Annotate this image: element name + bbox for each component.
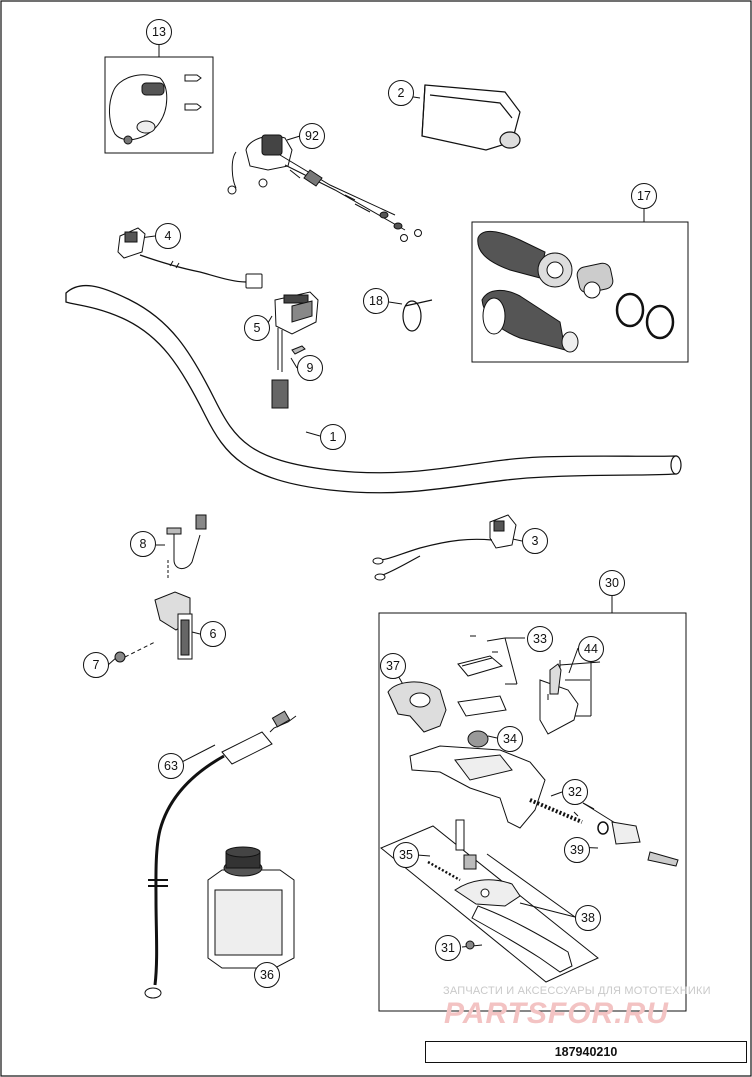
callout-34: 34 [497,726,523,752]
callout-1: 1 [320,424,346,450]
sensor-assembly-6-7-8 [114,514,207,663]
switch-housing-13 [109,74,202,145]
callout-39: 39 [564,837,590,863]
grips-17 [477,231,675,353]
callout-32: 32 [562,779,588,805]
callout-5: 5 [244,315,270,341]
group-box-30 [378,612,687,1012]
callout-13: 13 [146,19,172,45]
callout-8: 8 [130,531,156,557]
callout-18: 18 [363,288,389,314]
lever-parts [427,819,573,973]
callout-31: 31 [435,935,461,961]
callout-2: 2 [388,80,414,106]
watermark-logo: PARTSFOR.RU [444,997,669,1030]
callout-30: 30 [599,570,625,596]
callout-92: 92 [299,123,325,149]
callout-37: 37 [380,653,406,679]
fluid-bottle-36 [207,846,295,969]
cable-tie-18 [402,299,433,332]
callout-7: 7 [83,652,109,678]
callout-6: 6 [200,621,226,647]
throttle-assembly-92 [227,134,422,242]
handlebar-switch-5 [271,291,319,409]
callout-63: 63 [158,753,184,779]
kill-switch-4 [117,227,263,289]
callout-3: 3 [522,528,548,554]
watermark-tagline: ЗАПЧАСТИ И АКСЕССУАРЫ ДЛЯ МОТОТЕХНИКИ [443,985,711,997]
group-box-17 [471,221,689,363]
callout-9: 9 [297,355,323,381]
callout-33: 33 [527,626,553,652]
group-box-31 [380,825,599,983]
document-number-box: 187940210 [425,1041,747,1063]
bleed-hose-63 [144,710,297,999]
switch-3 [372,514,517,581]
callout-35: 35 [393,842,419,868]
callout-36: 36 [254,962,280,988]
callout-4: 4 [155,223,181,249]
document-number: 187940210 [554,1045,618,1059]
handlebar-pad [421,84,521,151]
callout-44: 44 [578,636,604,662]
callout-17: 17 [631,183,657,209]
callout-38: 38 [575,905,601,931]
handlebar [65,284,677,494]
master-cylinder-parts [387,635,679,867]
